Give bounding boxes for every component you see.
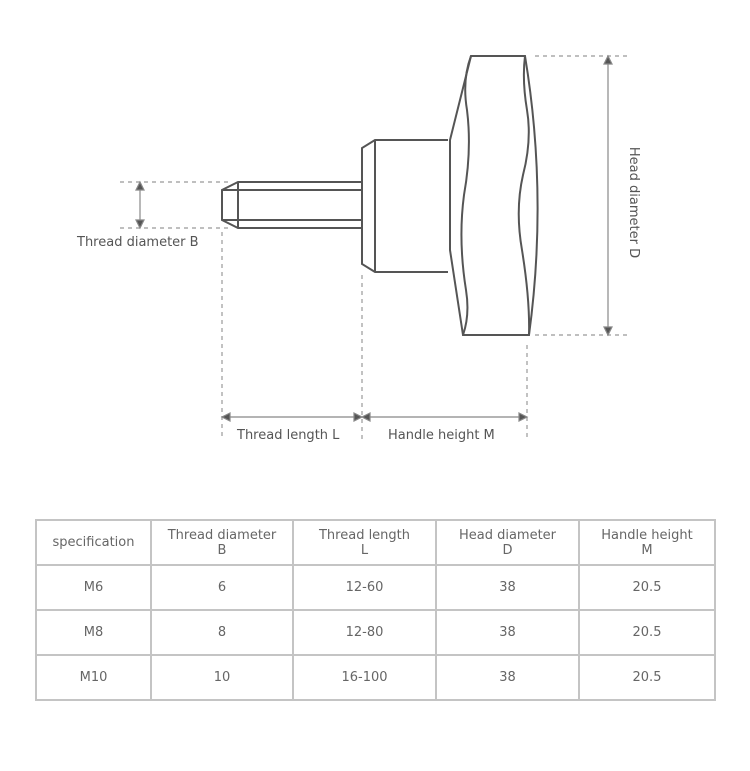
knob-drawing (120, 54, 630, 440)
cell: 6 (150, 564, 294, 611)
cell: 20.5 (578, 654, 716, 701)
header-symbol: M (641, 542, 653, 558)
header-text: Head diameter (458, 527, 557, 543)
header-text: Handle height (601, 527, 693, 543)
cell: 20.5 (578, 564, 716, 611)
handle-height-label: Handle height M (388, 428, 495, 443)
header-symbol: L (360, 542, 369, 558)
shaft (221, 181, 362, 229)
header-text: Thread diameter (167, 527, 277, 543)
cell: M10 (35, 654, 152, 701)
header-cell: specification (35, 519, 152, 566)
header-symbol: D (502, 542, 513, 558)
dimension-arrows (135, 54, 613, 422)
cell: 20.5 (578, 609, 716, 656)
table-row: M10 10 16-100 38 20.5 (35, 654, 716, 701)
handle-groove-left (460, 55, 472, 336)
cell: 10 (150, 654, 294, 701)
header-text: Thread length (318, 527, 411, 543)
thread-diameter-label: Thread diameter B (77, 235, 199, 250)
handle-groove-right (517, 55, 531, 336)
table-row: M8 8 12-80 38 20.5 (35, 609, 716, 656)
thread-length-label: Thread length L (237, 428, 340, 443)
cell: 8 (150, 609, 294, 656)
header-text: specification (52, 535, 135, 550)
cell: 12-80 (292, 609, 437, 656)
cell: 12-60 (292, 564, 437, 611)
table-row: M6 6 12-60 38 20.5 (35, 564, 716, 611)
head-diameter-label: Head diameter D (626, 146, 642, 259)
collar (361, 139, 448, 273)
cell: 38 (435, 564, 580, 611)
cell: M8 (35, 609, 152, 656)
extension-lines (120, 55, 630, 440)
header-symbol: B (217, 542, 227, 558)
cell: M6 (35, 564, 152, 611)
cell: 38 (435, 654, 580, 701)
cell: 16-100 (292, 654, 437, 701)
knob-outline (221, 55, 539, 336)
cell: 38 (435, 609, 580, 656)
